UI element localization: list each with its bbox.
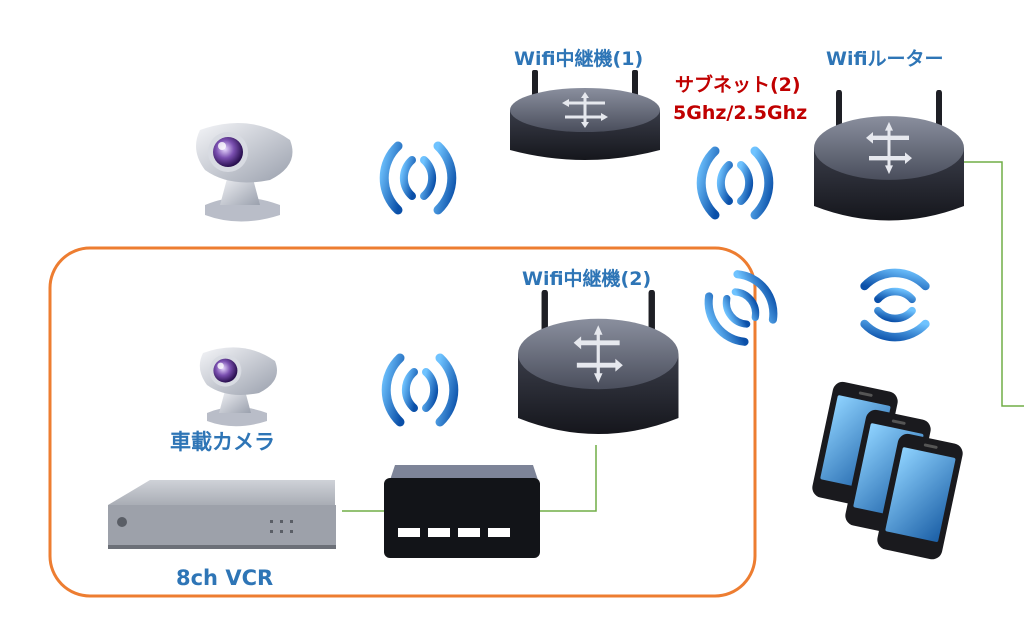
- switch-icon: [384, 465, 540, 558]
- subnet-label: サブネット(2): [675, 74, 801, 96]
- car-camera-icon: [199, 347, 277, 427]
- wifi-wave-icon: [701, 151, 769, 215]
- frequency-label: 5Ghz/2.5Ghz: [673, 102, 808, 124]
- router-icon: [508, 68, 662, 162]
- router-icon: [518, 290, 679, 434]
- switch-repeater-cable: [538, 445, 597, 512]
- wifi-wave-icon: [699, 267, 782, 350]
- router-label: Wifiルーター: [826, 48, 944, 70]
- wifi-wave-icon: [384, 146, 452, 210]
- car-camera-label: 車載カメラ: [170, 430, 275, 454]
- repeater1-label: Wifi中継機(1): [514, 48, 644, 70]
- vcr-label: 8ch VCR: [176, 566, 274, 590]
- vcr-icon: [108, 480, 336, 549]
- car-network-group: [48, 246, 757, 598]
- repeater2-label: Wifi中継機(2): [522, 268, 652, 290]
- wifi-wave-icon: [386, 358, 454, 422]
- router-cable: [962, 161, 1024, 407]
- wifi-wave-icon: [865, 273, 926, 337]
- camera-icon: [196, 122, 293, 222]
- router-icon: [814, 90, 964, 221]
